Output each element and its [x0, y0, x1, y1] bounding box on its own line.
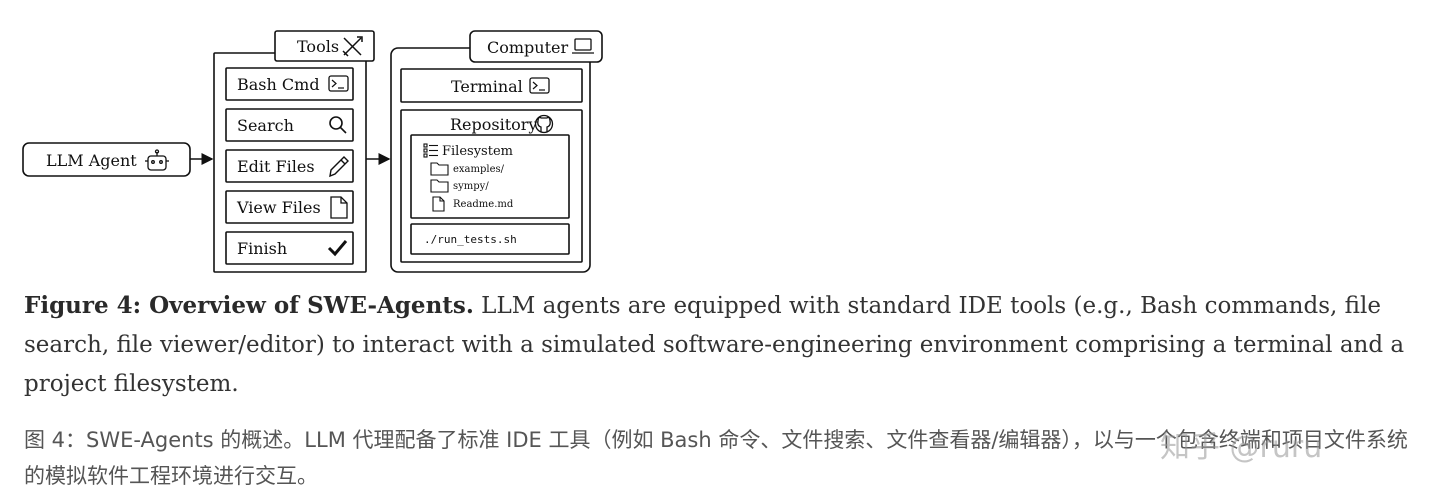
swe-agent-diagram: LLM Agent Tools Bash Cmd	[22, 30, 603, 273]
terminal-prompt-icon	[328, 75, 349, 92]
computer-panel: Computer Terminal Repository	[390, 30, 603, 273]
terminal-node: Terminal	[400, 68, 583, 103]
document-icon	[432, 196, 445, 212]
tool-label: Edit Files	[237, 157, 315, 176]
magnifier-icon	[329, 116, 347, 134]
folder-item: sympy/	[430, 179, 489, 193]
caption-label: Figure 4: Overview of SWE-Agents.	[24, 292, 474, 319]
folder-item: examples/	[430, 162, 505, 176]
checkmark-icon	[327, 240, 348, 257]
caption-chinese: 图 4：SWE-Agents 的概述。LLM 代理配备了标准 IDE 工具（例如…	[24, 428, 1408, 488]
robot-icon	[145, 149, 169, 171]
run-tests-node: ./run_tests.sh	[410, 223, 570, 255]
tool-label: Bash Cmd	[237, 75, 320, 94]
computer-title: Computer	[487, 38, 568, 57]
wrench-screwdriver-icon	[342, 36, 363, 57]
watermark: 知乎 @ruru	[1160, 430, 1323, 465]
filesystem-panel: Filesystem examples/ sympy/ Readme.md	[410, 134, 570, 219]
filesystem-label: Filesystem	[442, 144, 513, 159]
folder-icon	[430, 179, 449, 193]
tool-bash-cmd: Bash Cmd	[225, 67, 354, 101]
github-icon	[534, 114, 554, 134]
list-icon	[423, 143, 438, 158]
file-name: Readme.md	[453, 199, 514, 210]
llm-agent-node: LLM Agent	[22, 142, 191, 177]
pencil-icon	[329, 156, 349, 178]
tools-panel: Tools Bash Cmd Search Ed	[213, 30, 375, 273]
file-name: examples/	[453, 164, 505, 175]
tool-edit-files: Edit Files	[225, 149, 354, 183]
terminal-label: Terminal	[451, 77, 523, 96]
laptop-icon	[572, 38, 594, 54]
file-item: Readme.md	[432, 196, 514, 212]
caption-english: Figure 4: Overview of SWE-Agents. LLM ag…	[24, 286, 1419, 404]
file-name: sympy/	[453, 181, 489, 192]
repository-node: Repository Filesystem exampl	[400, 109, 583, 263]
tool-search: Search	[225, 108, 354, 142]
document-icon	[330, 196, 348, 219]
terminal-prompt-icon	[529, 77, 550, 94]
command-label: ./run_tests.sh	[424, 233, 517, 246]
folder-icon	[430, 162, 449, 176]
tool-finish: Finish	[225, 231, 354, 265]
tool-label: Finish	[237, 239, 287, 258]
tool-label: Search	[237, 116, 294, 135]
tool-view-files: View Files	[225, 190, 354, 224]
llm-agent-label: LLM Agent	[46, 151, 137, 170]
repository-label: Repository	[450, 115, 537, 134]
tool-label: View Files	[236, 198, 321, 217]
caption-text: LLM agents are equipped with standard ID…	[24, 293, 1405, 397]
tools-title: Tools	[297, 37, 339, 56]
